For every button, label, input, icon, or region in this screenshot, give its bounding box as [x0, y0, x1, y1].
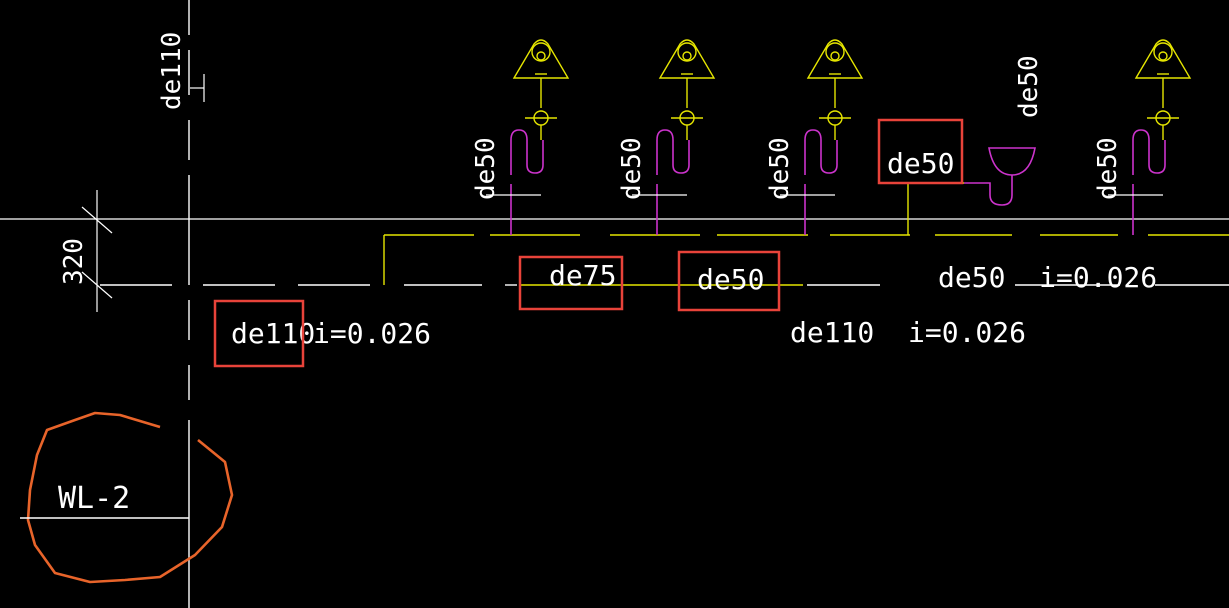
highlight-boxes [213, 118, 964, 368]
highlight-box-de50-top [877, 118, 964, 185]
s-trap-icon [656, 129, 690, 175]
left-main-slope-label: i=0.026 [313, 317, 431, 350]
main-long-label: de110 i=0.026 [790, 316, 1026, 349]
urinal-flush-valve-icon [512, 39, 570, 140]
riser-tag-label: WL-2 [58, 481, 130, 516]
fixture-group-3: de50 [765, 39, 864, 235]
riser-size-label: de110 [157, 32, 187, 110]
basin-trap [964, 175, 1013, 206]
fixture-size-label: de50 [471, 137, 501, 200]
fixture-group-5: de50 [1093, 39, 1192, 235]
right-branch-label: de50 i=0.026 [938, 261, 1157, 294]
main-de50-label: de50 [697, 263, 764, 296]
revision-cloud-icon [26, 411, 234, 584]
left-main-size-label: de110 [231, 317, 315, 350]
fixture-group-2: de50 [617, 39, 716, 235]
highlight-de50-top-label: de50 [887, 147, 954, 180]
fixture-group-1: de50 [471, 39, 570, 235]
s-trap-icon [1132, 129, 1166, 175]
fixture-size-label: de50 [617, 137, 647, 200]
urinal-flush-valve-icon [658, 39, 716, 140]
floor-basin-icon [988, 147, 1036, 176]
urinal-flush-valve-icon [806, 39, 864, 140]
urinal-flush-valve-icon [1134, 39, 1192, 140]
dimension-320 [81, 190, 113, 312]
s-trap-icon [804, 129, 838, 175]
branch-pipe-dashed [383, 234, 1229, 285]
highlight-box-de75 [518, 255, 624, 311]
s-trap-icon [510, 129, 544, 175]
fixture-size-label: de50 [765, 137, 795, 200]
main-de75-label: de75 [549, 259, 616, 292]
basin-size-label: de50 [1014, 55, 1044, 118]
highlight-box-de110 [213, 299, 305, 368]
highlight-box-de50-main [677, 250, 781, 312]
fixture-size-label: de50 [1093, 137, 1123, 200]
dimension-label: 320 [59, 238, 89, 285]
